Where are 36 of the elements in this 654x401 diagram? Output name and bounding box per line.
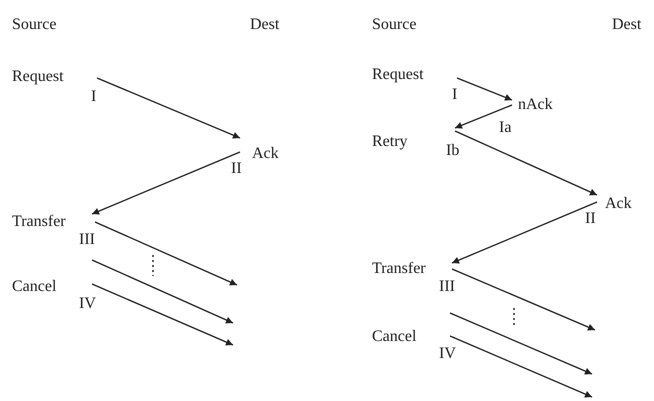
message-arrow (454, 104, 512, 129)
step-numeral: IV (79, 295, 96, 313)
message-arrow (92, 283, 234, 346)
message-arrow (92, 259, 234, 324)
message-label: Retry (372, 133, 408, 151)
message-label: Transfer (372, 260, 426, 278)
message-arrow (94, 221, 238, 286)
message-label: Transfer (12, 213, 66, 231)
message-arrow (92, 151, 240, 215)
column-header: Dest (250, 16, 280, 34)
step-numeral: III (79, 231, 95, 249)
step-numeral: I (452, 86, 458, 104)
message-label: Request (12, 68, 64, 86)
step-numeral: III (439, 278, 455, 296)
message-arrow (450, 312, 592, 375)
message-arrow (450, 335, 592, 398)
message-arrow (452, 201, 598, 264)
message-label: nAck (518, 96, 553, 114)
column-header: Dest (612, 16, 642, 34)
message-arrow (96, 77, 240, 139)
message-label: Cancel (372, 328, 416, 346)
message-arrow (454, 130, 598, 196)
step-numeral: II (585, 210, 596, 228)
message-arrow (452, 268, 596, 331)
step-numeral: II (231, 160, 242, 178)
step-numeral: IV (439, 345, 456, 363)
step-numeral: I (91, 88, 96, 106)
message-label: Ack (605, 195, 632, 213)
column-header: Source (12, 16, 56, 34)
step-numeral: Ib (446, 142, 460, 160)
message-label: Request (372, 66, 424, 84)
message-arrow (456, 77, 512, 101)
message-label: Cancel (12, 278, 56, 296)
message-label: Ack (252, 145, 279, 163)
step-numeral: Ia (499, 119, 512, 137)
column-header: Source (372, 16, 416, 34)
